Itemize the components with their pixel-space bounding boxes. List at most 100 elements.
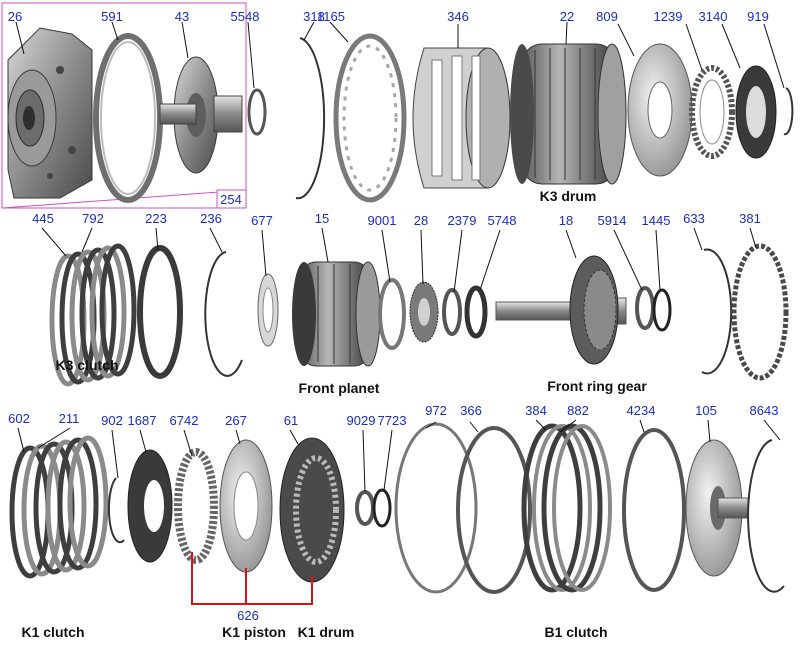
- callout-236: 236: [200, 211, 222, 226]
- callout-602: 602: [8, 411, 30, 426]
- part-602-211-k1-clutch-pack: [9, 435, 109, 579]
- part-1239-spring-pack: [689, 65, 735, 159]
- callout-972: 972: [425, 403, 447, 418]
- callout-43: 43: [175, 9, 189, 24]
- leader-lines-row2: [41, 227, 757, 293]
- part-8643-snap-ring: [747, 439, 785, 593]
- callout-4234: 4234: [627, 403, 656, 418]
- callout-902: 902: [101, 413, 123, 428]
- part-384-882-b1-clutch-pack: [521, 423, 612, 593]
- callout-626: 626: [237, 608, 259, 623]
- callout-211: 211: [59, 411, 80, 426]
- callout-445: 445: [32, 211, 54, 226]
- part-4234-ring: [622, 428, 686, 592]
- callout-5548: 5548: [231, 9, 260, 24]
- callout-792: 792: [82, 211, 104, 226]
- part-61-k1-drum: [279, 437, 345, 583]
- callout-318: 318: [303, 9, 325, 24]
- callout-254: 254: [220, 192, 242, 207]
- callout-223: 223: [145, 211, 167, 226]
- part-105-reaction-plate: [685, 439, 749, 577]
- part-5914-washer: [635, 286, 655, 330]
- part-346-drum-cage: [412, 47, 511, 189]
- callout-346: 346: [447, 9, 469, 24]
- part-28-sun-gear: [409, 281, 439, 343]
- callout-633: 633: [683, 211, 705, 226]
- part-18-ring-gear-shaft: [495, 255, 627, 365]
- part-1445-washer: [652, 288, 672, 332]
- callout-7723: 7723: [378, 413, 407, 428]
- callout-2379: 2379: [448, 213, 477, 228]
- part-22-k3-drum: [510, 43, 627, 185]
- callout-box-254: [216, 189, 247, 209]
- callout-9029: 9029: [347, 413, 376, 428]
- part-3140-piston: [735, 65, 777, 159]
- callout-26: 26: [8, 9, 22, 24]
- callout-366: 366: [460, 403, 482, 418]
- part-236-snap-ring: [204, 251, 243, 377]
- part-972-ring: [394, 422, 478, 594]
- leader-lines-row1: [15, 21, 785, 89]
- callout-1239: 1239: [654, 9, 683, 24]
- callout-9001: 9001: [368, 213, 397, 228]
- callout-591: 591: [101, 9, 123, 24]
- label-front-planet: Front planet: [299, 380, 380, 396]
- part-1165-cage: [333, 33, 407, 203]
- part-5548-ring: [247, 88, 267, 136]
- label-b1-clutch: B1 clutch: [544, 624, 607, 640]
- label-front-ring-gear: Front ring gear: [547, 378, 647, 394]
- part-919-snap-ring: [783, 87, 794, 136]
- part-318-snap-ring: [295, 37, 326, 200]
- part-6742-spring-pack: [174, 448, 218, 564]
- red-bracket-626: [191, 552, 313, 605]
- callout-809: 809: [596, 9, 618, 24]
- part-15-front-planet: [292, 261, 381, 367]
- part-809-piston-plate: [627, 43, 693, 177]
- label-k1-clutch: K1 clutch: [21, 624, 84, 640]
- label-k1-piston: K1 piston: [222, 624, 286, 640]
- callout-267: 267: [225, 413, 247, 428]
- label-k3-clutch: K3 clutch: [55, 357, 118, 373]
- callout-1445: 1445: [642, 213, 671, 228]
- callout-15: 15: [315, 211, 329, 226]
- part-43-pump-cover-shaft: [159, 56, 243, 174]
- callout-22: 22: [560, 9, 574, 24]
- part-223-ring: [137, 245, 183, 379]
- callout-882: 882: [567, 403, 589, 418]
- pump-group-box-outline: [1, 2, 247, 209]
- part-7723-washer: [372, 488, 392, 528]
- part-381-toothed-ring: [731, 243, 789, 381]
- callout-18: 18: [559, 213, 573, 228]
- leader-lines-row3: [17, 419, 781, 493]
- callout-61: 61: [284, 413, 298, 428]
- callout-5748: 5748: [488, 213, 517, 228]
- part-902-snap-ring: [107, 477, 125, 544]
- callout-8643: 8643: [750, 403, 779, 418]
- callout-677: 677: [251, 213, 273, 228]
- part-1687-plate: [127, 449, 173, 563]
- callout-5914: 5914: [598, 213, 627, 228]
- label-k3-drum: K3 drum: [540, 188, 597, 204]
- part-2379-washer: [442, 288, 462, 336]
- callout-1165: 1165: [317, 9, 345, 24]
- callout-28: 28: [414, 213, 428, 228]
- callout-6742: 6742: [170, 413, 199, 428]
- part-26-pump-housing: [7, 27, 93, 199]
- part-267-k1-piston: [219, 439, 273, 573]
- callout-3140: 3140: [699, 9, 728, 24]
- callout-919: 919: [747, 9, 769, 24]
- callout-1687: 1687: [128, 413, 157, 428]
- part-677-washer: [257, 273, 279, 347]
- part-633-snap-ring: [701, 248, 733, 375]
- part-366-ring: [456, 426, 532, 594]
- part-445-792-k3-clutch-pack: [49, 243, 137, 387]
- part-9029-washer: [355, 490, 375, 526]
- callout-384: 384: [525, 403, 547, 418]
- part-5748-washer: [464, 285, 488, 339]
- label-k1-drum: K1 drum: [298, 624, 355, 640]
- part-9001-ring: [378, 278, 406, 350]
- callout-381: 381: [739, 211, 761, 226]
- part-591-seal-ring: [93, 33, 163, 203]
